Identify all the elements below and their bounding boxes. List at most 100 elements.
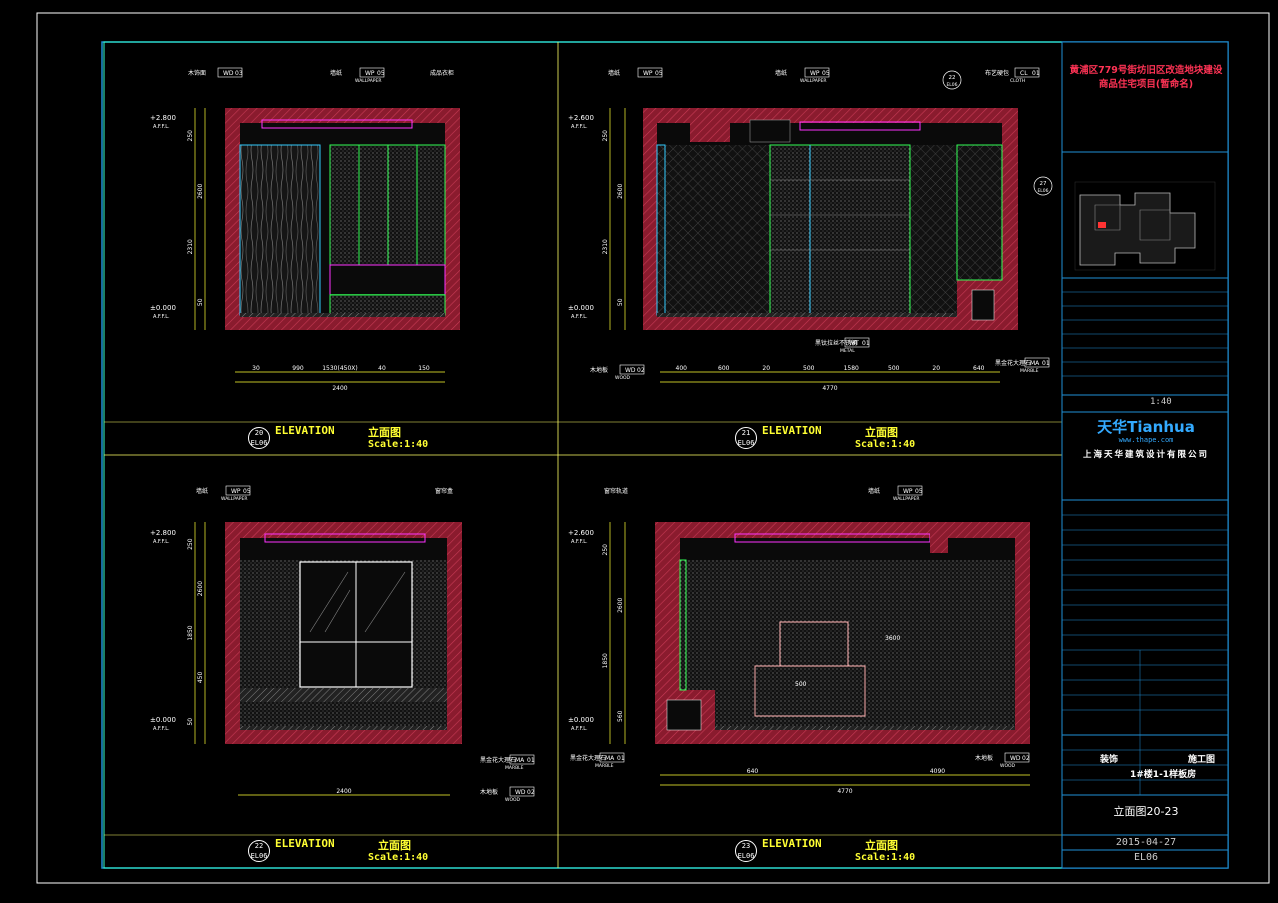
vertical-dimension: 2310 [187,239,194,254]
material-tag-box [359,67,385,78]
annotations-layer: +2.800A.F.F.L.±0.000A.F.F.L.250260023105… [150,67,1053,803]
vertical-dimension: 50 [197,298,204,306]
material-tag-box [844,337,870,348]
material-code: WP [810,70,820,77]
material-tag-box [1004,752,1030,763]
horizontal-dimension: 4090 [930,768,945,775]
vertical-dimension: 1850 [602,653,609,668]
material-code: WD [223,70,234,77]
section-callout [942,70,962,90]
material-code: MT [850,340,859,347]
horizontal-dimension: 1580 [844,365,859,372]
horizontal-dimension: 1530(450X) [322,365,358,372]
vertical-dimension: 2310 [602,239,609,254]
horizontal-dimension: 600 [718,365,730,372]
vertical-dimension: 250 [187,538,194,550]
material-sub: WALLPAPER [893,496,919,502]
material-code: WP [365,70,375,77]
material-code: WD [1010,755,1021,762]
ceiling-zone [240,123,445,145]
horizontal-dimension: 640 [973,365,985,372]
material-code: MA [605,755,615,762]
view-note: 500 [795,681,807,688]
material-tag-label: 木地板 [590,366,608,374]
section-callout [1033,176,1053,196]
level-sub: A.F.F.L. [571,124,588,130]
elevation-view-23 [655,522,1030,744]
material-tag-label: 窗帘轨道 [604,487,628,495]
level-sub: A.F.F.L. [153,539,170,545]
vertical-dimension: 560 [617,710,624,722]
horizontal-dimension: 400 [676,365,688,372]
elevation-view-20 [225,108,460,330]
view-note: 3600 [885,635,900,642]
callout-sheet: EL06 [946,82,957,88]
material-number: 02 [637,367,645,374]
vertical-dimension: 450 [197,671,204,683]
material-number: 01 [527,757,535,764]
level-sub: A.F.F.L. [571,726,588,732]
level-marker-bottom: ±0.000 [150,716,176,724]
material-tag-label: 黑金花大理石 [995,359,1031,367]
vertical-dimension: 1850 [187,625,194,640]
material-number: 01 [1042,360,1050,367]
callout-number: 27 [1040,181,1047,187]
vertical-dimension: 2600 [617,183,624,198]
material-sub: MARBLE [595,763,614,769]
horizontal-dimension: 500 [888,365,900,372]
material-sub: WOOD [1000,763,1016,769]
level-marker-bottom: ±0.000 [150,304,176,312]
material-number: 03 [235,70,243,77]
elevation-view-21 [643,108,1018,330]
material-code: CL [1020,70,1028,77]
material-sub: WOOD [505,797,521,803]
headboard-panel [769,144,911,316]
horizontal-dimension: 150 [418,365,430,372]
horizontal-dimension: 500 [803,365,815,372]
level-sub: A.F.F.L. [153,314,170,320]
horizontal-dimension: 30 [252,365,260,372]
material-tag-box [217,67,243,78]
level-sub: A.F.F.L. [153,124,170,130]
level-marker-top: +2.600 [568,529,594,537]
material-sub: MARBLE [505,765,524,771]
material-tag-label: 墙纸 [775,69,787,77]
material-tag-label: 黑钛拉丝不锈钢 [815,339,857,347]
material-code: WD [515,789,526,796]
material-tag-label: 墙纸 [868,487,880,495]
material-sub: METAL [840,348,855,354]
material-sub: CLOTH [1010,78,1025,84]
material-code: WP [231,488,241,495]
material-number: 05 [915,488,923,495]
level-marker-top: +2.600 [568,114,594,122]
material-number: 05 [243,488,251,495]
level-sub: A.F.F.L. [571,314,588,320]
material-tag-label: 窗帘盒 [435,487,453,495]
title-block [1061,41,1229,869]
material-code: WD [625,367,636,374]
material-tag-label: 黑金花大理石 [570,754,606,762]
level-sub: A.F.F.L. [153,726,170,732]
wardrobe-drawer [329,264,446,296]
material-tag-label: 墙纸 [608,69,620,77]
material-tag-box [897,485,923,496]
horizontal-dimension: 2400 [336,788,351,795]
horizontal-dimension: 2400 [332,385,347,392]
floor-line [240,313,445,317]
material-tag-label: 木地板 [975,754,993,762]
vertical-dimension: 2600 [617,597,624,612]
vertical-dimension: 250 [602,130,609,142]
material-number: 01 [617,755,625,762]
material-sub: WOOD [615,375,631,381]
material-sub: MARBLE [1020,368,1039,374]
material-tag-box [1014,67,1040,78]
material-tag-label: 墙纸 [196,487,208,495]
title-block-rows [1062,291,1228,795]
material-code: MA [1030,360,1040,367]
horizontal-dimension: 4770 [822,385,837,392]
tv-cabinet [754,665,866,717]
vertical-dimension: 2600 [197,581,204,596]
elevation-view-22 [225,522,462,744]
material-tag-box [509,754,535,765]
material-number: 05 [822,70,830,77]
